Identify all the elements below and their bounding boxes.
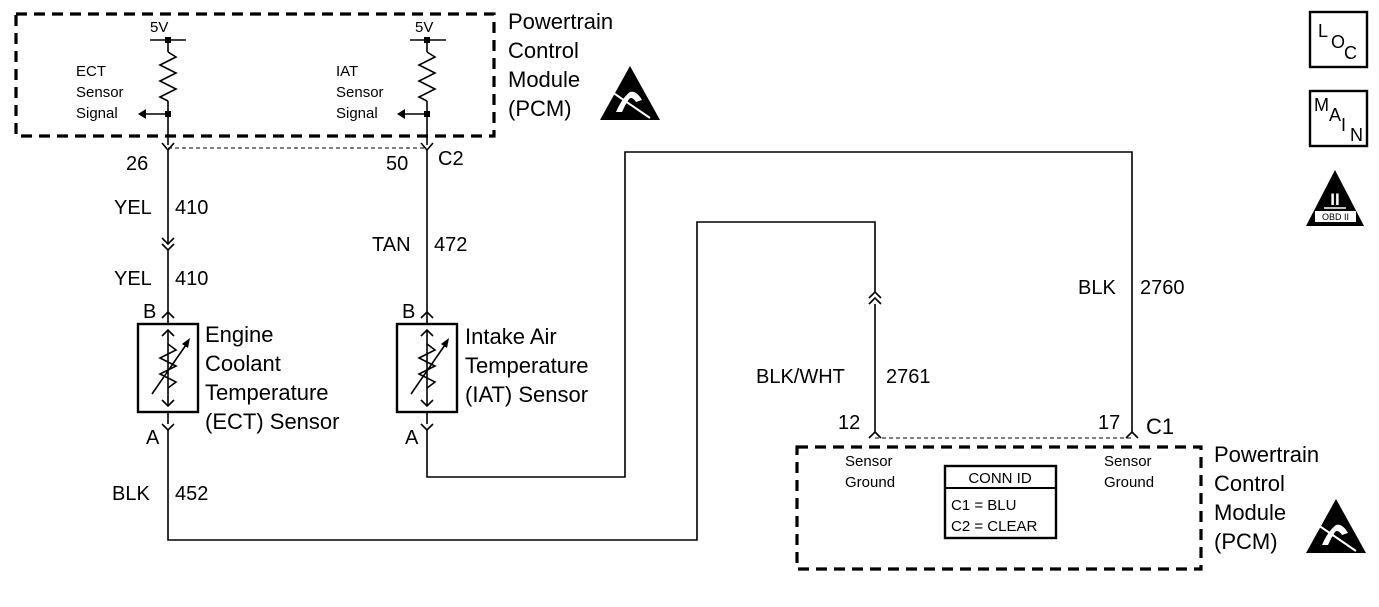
iat-ground-wire-circuit: 2760: [1140, 277, 1185, 299]
iat-sensor: B A Intake Air Temperature (IAT) Sensor: [395, 301, 589, 449]
conn-id-row-c2: C2 = CLEAR: [951, 518, 1037, 535]
connector-c2-label: C2: [438, 148, 464, 170]
ect-ground-wire-color: BLK: [112, 483, 150, 505]
iat-pullup-resistor: [417, 51, 437, 102]
iat-sensor-label-line3: (IAT) Sensor: [465, 382, 588, 407]
ect-pin-b: B: [143, 301, 156, 323]
ect-pin-a: A: [146, 427, 160, 449]
sensor-ground-left-line2: Ground: [845, 474, 895, 491]
iat-signal-label-line1: IAT: [336, 63, 358, 80]
ect-ground-wire-circuit: 452: [175, 483, 208, 505]
iat-ground-wire: BLK 2760: [426, 151, 1185, 478]
loc-icon-letter-c: C: [1344, 43, 1357, 63]
pcm-top-title-line3: Module: [508, 67, 580, 92]
pcm-bottom-title-line2: Control: [1214, 471, 1285, 496]
connector-c1-pin-17: [1125, 430, 1139, 439]
iat-pin-number: 50: [386, 153, 408, 175]
pcm-iat-circuit: 5V IAT Sensor Signal: [336, 19, 446, 145]
connector-c1: 12 17 C1: [838, 412, 1174, 439]
ect-sensor-label-line3: Temperature: [205, 380, 329, 405]
loc-icon-letter-o: O: [1331, 32, 1345, 52]
esd-warning-icon: [600, 66, 660, 120]
pcm-bottom-module: Sensor Ground Sensor Ground CONN ID C1 =…: [795, 442, 1366, 571]
obd-roman-numeral: II: [1330, 190, 1339, 209]
pcm-bottom-pin-right: 17: [1098, 412, 1120, 434]
ect-pullup-resistor: [158, 51, 178, 102]
iat-5v-label: 5V: [415, 19, 433, 36]
iat-wire-circuit: 472: [434, 234, 467, 256]
main-icon: M A I N: [1308, 89, 1369, 148]
ect-signal-label-line3: Signal: [76, 105, 118, 122]
ect-upper-wire-circuit: 410: [175, 197, 208, 219]
sensor-ground-left-line1: Sensor: [845, 453, 893, 470]
ect-upper-wire-color: YEL: [114, 197, 152, 219]
loc-icon-letter-l: L: [1318, 21, 1328, 41]
ect-pin-number: 26: [126, 153, 148, 175]
sensor-ground-wire-2761: BLK/WHT 2761: [756, 290, 931, 432]
pcm-ect-circuit: 5V ECT Sensor Signal: [76, 19, 186, 145]
iat-thermistor-icon: [410, 328, 449, 408]
sensor-ground-wire-circuit: 2761: [886, 366, 931, 388]
sensor-ground-right-line1: Sensor: [1104, 453, 1152, 470]
main-icon-letter-a: A: [1329, 105, 1341, 125]
connector-c1-label: C1: [1146, 414, 1174, 439]
ect-lower-wire-circuit: 410: [175, 268, 208, 290]
pcm-top-title-line2: Control: [508, 38, 579, 63]
ect-sensor: B A Engine Coolant Temperature (ECT) Sen…: [136, 301, 339, 449]
conn-id-row-c1: C1 = BLU: [951, 497, 1016, 514]
main-icon-letter-m: M: [1314, 95, 1329, 115]
ect-sensor-label-line2: Coolant: [205, 351, 281, 376]
ect-lower-wire-color: YEL: [114, 268, 152, 290]
pcm-top-title-line1: Powertrain: [508, 9, 613, 34]
obd-ii-icon: II OBD II: [1306, 170, 1364, 226]
iat-ground-wire-color: BLK: [1078, 277, 1116, 299]
iat-sensor-label-line2: Temperature: [465, 353, 589, 378]
ect-thermistor-icon: [151, 328, 190, 408]
sensor-ground-wire-color: BLK/WHT: [756, 366, 845, 388]
pcm-bottom-pin-left: 12: [838, 412, 860, 434]
ect-sensor-label-line4: (ECT) Sensor: [205, 409, 339, 434]
ect-ground-wire: BLK 452: [112, 221, 876, 541]
main-icon-letter-n: N: [1350, 125, 1363, 145]
pcm-top-title-line4: (PCM): [508, 96, 572, 121]
conn-id-header: CONN ID: [968, 470, 1032, 487]
ect-sensor-label-line1: Engine: [205, 322, 274, 347]
obd-text: OBD II: [1322, 212, 1349, 222]
ect-signal-label-line1: ECT: [76, 63, 106, 80]
iat-signal-label-line2: Sensor: [336, 84, 384, 101]
main-icon-letter-i: I: [1341, 115, 1346, 135]
iat-wire-path: TAN 472: [372, 150, 467, 318]
connector-c2: 26 50 C2: [126, 142, 464, 175]
conn-id-table: CONN ID C1 = BLU C2 = CLEAR: [943, 464, 1058, 540]
sensor-ground-right-line2: Ground: [1104, 474, 1154, 491]
pcm-bottom-title-line3: Module: [1214, 500, 1286, 525]
pcm-bottom-boundary: [795, 445, 1203, 571]
esd-warning-icon: [1306, 499, 1366, 553]
iat-pin-b: B: [402, 301, 415, 323]
iat-pin-a: A: [405, 427, 419, 449]
pcm-bottom-title-line4: (PCM): [1214, 529, 1278, 554]
ect-wire-path: YEL 410 YEL 410: [114, 150, 208, 318]
loc-icon: L O C: [1308, 10, 1369, 69]
pcm-bottom-title-line1: Powertrain: [1214, 442, 1319, 467]
pcm-top-boundary: [14, 12, 496, 138]
ect-5v-label: 5V: [150, 19, 168, 36]
iat-signal-label-line3: Signal: [336, 105, 378, 122]
pcm-top-module: Powertrain Control Module (PCM): [14, 9, 660, 138]
iat-sensor-label-line1: Intake Air: [465, 324, 557, 349]
connector-c1-pin-12: [868, 430, 882, 439]
ect-signal-label-line2: Sensor: [76, 84, 124, 101]
iat-wire-color: TAN: [372, 234, 411, 256]
